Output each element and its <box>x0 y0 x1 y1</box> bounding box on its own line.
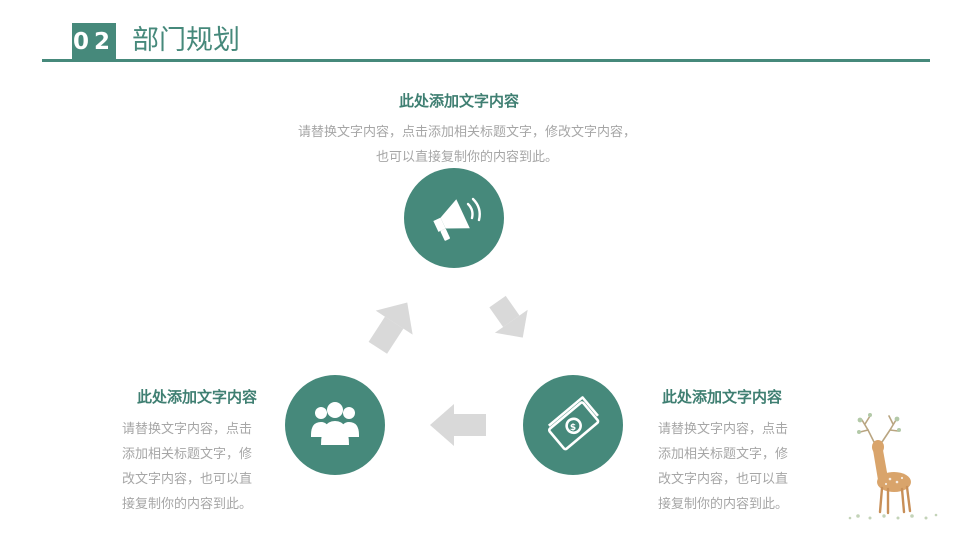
top-body: 请替换文字内容，点击添加相关标题文字，修改文字内容， 也可以直接复制你的内容到此… <box>277 120 657 170</box>
arrow-up-right-icon <box>368 302 413 354</box>
right-circle: $ <box>523 375 623 475</box>
right-body-line: 接复制你的内容到此。 <box>658 497 789 512</box>
left-body-line: 接复制你的内容到此。 <box>122 497 253 512</box>
left-body: 请替换文字内容，点击 添加相关标题文字，修 改文字内容，也可以直 接复制你的内容… <box>122 417 272 517</box>
right-body-line: 请替换文字内容，点击 <box>658 422 789 437</box>
left-heading: 此处添加文字内容 <box>137 388 258 406</box>
people-icon <box>311 402 359 445</box>
top-body-line: 也可以直接复制你的内容到此。 <box>375 150 558 165</box>
top-body-line: 请替换文字内容，点击添加相关标题文字，修改文字内容， <box>297 125 636 140</box>
page-title: 部门规划 <box>132 25 240 56</box>
left-body-line: 添加相关标题文字，修 <box>122 447 253 462</box>
arrow-left-icon <box>430 404 486 446</box>
left-body-line: 请替换文字内容，点击 <box>122 422 253 437</box>
left-circle <box>285 375 385 475</box>
left-body-line: 改文字内容，也可以直 <box>122 472 253 487</box>
right-body: 请替换文字内容，点击 添加相关标题文字，修 改文字内容，也可以直 接复制你的内容… <box>658 417 808 517</box>
header-divider <box>42 59 930 62</box>
top-heading: 此处添加文字内容 <box>399 92 520 110</box>
top-circle <box>404 168 504 268</box>
right-body-line: 改文字内容，也可以直 <box>658 472 789 487</box>
right-heading: 此处添加文字内容 <box>662 388 783 406</box>
megaphone-icon <box>433 197 481 241</box>
arrow-down-right-icon <box>489 295 528 338</box>
money-icon: $ <box>547 396 600 451</box>
right-body-line: 添加相关标题文字，修 <box>658 447 789 462</box>
section-number: 02 <box>72 23 116 60</box>
svg-text:$: $ <box>570 423 576 433</box>
deer-illustration <box>848 413 938 520</box>
